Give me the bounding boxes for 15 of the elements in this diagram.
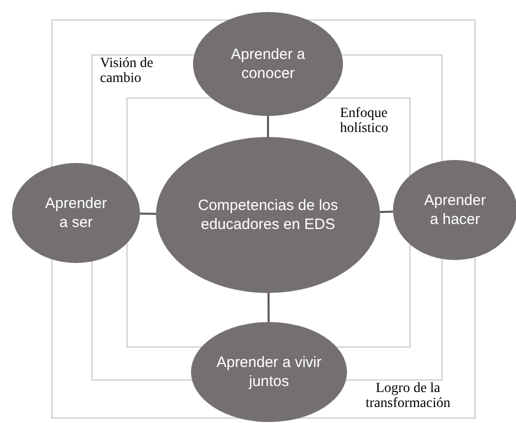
competency-ellipse [191,322,347,422]
node-label: Aprender a conocer [230,44,306,84]
node-label: Aprender a hacer [423,190,487,230]
connector-line [268,293,270,322]
node-label: Aprender a vivir juntos [215,352,323,392]
connector-line [380,210,394,213]
competency-ellipse [156,137,380,293]
band-label: Logro de la transformación [364,381,452,412]
band-label: Visión de cambio [100,56,154,87]
connector-line [140,212,156,215]
node-label: Competencias de los educadores en EDS [196,196,340,234]
node-label: Aprender a ser [44,194,108,232]
connector-line [267,116,269,137]
competency-ellipse [12,163,140,263]
band-label: Enfoque holístico [340,106,390,137]
